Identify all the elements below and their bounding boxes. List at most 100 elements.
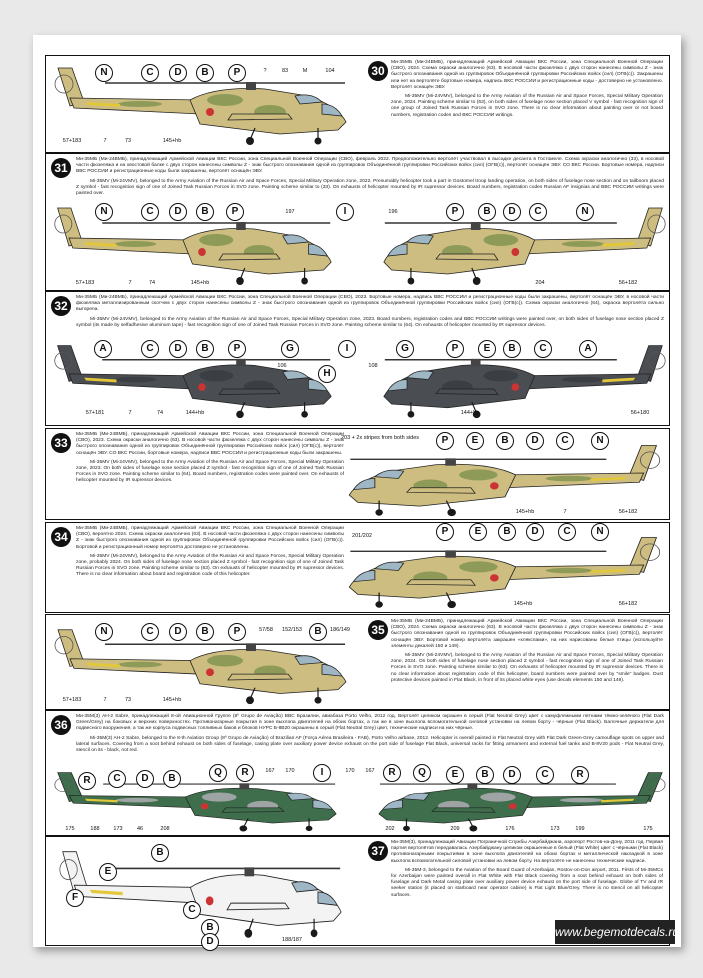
helicopter-profile-30: [50, 62, 350, 147]
decal-callout: B: [476, 766, 494, 784]
camo-patch: [118, 101, 162, 107]
decal-number: 201/202: [352, 533, 372, 539]
decal-callout: D: [503, 203, 521, 221]
decal-number: 188/187: [282, 937, 302, 943]
scheme-number: 36: [51, 715, 71, 735]
tail-stripe: [84, 377, 117, 383]
decal-callout: Q: [209, 764, 227, 782]
nose-wheel: [314, 137, 322, 145]
camo-patch: [199, 370, 234, 382]
helicopter-profile-35: [50, 624, 350, 706]
front-canopy: [352, 570, 376, 582]
main-wheel: [246, 137, 254, 145]
decal-callout: B: [196, 203, 214, 221]
red-star-insignia: [508, 803, 517, 810]
decal-callout: F: [66, 889, 84, 907]
decal-number: 209: [450, 826, 460, 832]
nose-wheel: [301, 411, 308, 418]
decal-number: 144+hb: [460, 410, 480, 416]
helicopter-drawing: [348, 537, 661, 609]
decal-number: 56+182: [618, 509, 638, 515]
scheme-number: 34: [51, 527, 71, 547]
nose-wheel: [301, 277, 308, 285]
main-wheel: [236, 277, 244, 285]
camo-patch: [118, 661, 162, 668]
front-canopy: [352, 478, 376, 490]
main-wheel: [447, 600, 456, 609]
front-canopy: [382, 799, 403, 810]
decal-callout: P: [436, 523, 454, 541]
decal-callout: B: [498, 523, 516, 541]
decal-callout: A: [579, 340, 597, 358]
red-star-insignia: [206, 668, 214, 677]
decal-callout: P: [446, 203, 464, 221]
rotor-hub: [246, 82, 256, 90]
tail-stripe: [84, 242, 117, 247]
front-canopy: [321, 664, 343, 677]
camo-patch: [115, 797, 159, 803]
decal-callout: E: [466, 432, 484, 450]
decal-callout: C: [141, 64, 159, 82]
stub-wing: [405, 487, 476, 494]
decal-callout: D: [169, 64, 187, 82]
front-canopy: [312, 799, 333, 810]
camo-patch: [201, 792, 237, 802]
decal-number: 173: [113, 826, 123, 832]
decal-callout: B: [496, 432, 514, 450]
decal-callout: N: [591, 432, 609, 450]
tail-stripe: [602, 242, 636, 247]
decal-callout: I: [338, 340, 356, 358]
rotor-hub: [244, 867, 255, 877]
decal-callout: D: [169, 203, 187, 221]
scheme-description: Ми-35МБ (Ми-24ВМБ), принадлежащий Армейс…: [76, 526, 344, 578]
helicopter-drawing: [54, 207, 332, 285]
decal-callout: R: [78, 772, 96, 790]
decal-number: 56+182: [618, 601, 638, 607]
stub-wing: [431, 807, 496, 813]
rear-canopy: [282, 370, 310, 380]
main-wheel: [246, 696, 254, 705]
front-canopy: [387, 243, 408, 257]
decal-number: 7: [103, 138, 107, 144]
tail-stripe: [601, 798, 635, 803]
website-link[interactable]: www.begemotdecals.ru: [555, 920, 679, 944]
decal-callout: B: [163, 770, 181, 788]
decal-callout: G: [396, 340, 414, 358]
decal-number: 145+hb: [515, 509, 535, 515]
stub-wing: [221, 807, 285, 813]
rear-canopy: [282, 234, 310, 245]
camo-patch: [483, 234, 519, 246]
decal-number: 196: [388, 209, 398, 215]
scheme-description: Ми-35МБ (Ми-24ВМБ), принадлежащий Армейс…: [391, 619, 663, 683]
decal-callout: D: [136, 770, 154, 788]
stub-wing: [435, 388, 499, 395]
stub-wing: [405, 579, 476, 586]
helicopter-drawing: [383, 345, 666, 419]
decal-number: ?: [263, 68, 267, 74]
decal-callout: N: [95, 623, 113, 641]
rear-canopy: [286, 792, 314, 801]
stub-wing: [227, 113, 293, 121]
helicopter-drawing: [348, 445, 661, 517]
camo-patch: [199, 234, 234, 246]
decal-number: 173: [550, 826, 560, 832]
helicopter-drawing: [54, 67, 347, 145]
decal-callout: C: [536, 766, 554, 784]
rear-canopy: [294, 655, 323, 665]
helicopter-drawing: [383, 207, 666, 285]
scheme-number: 31: [51, 158, 71, 178]
nose-wheel: [375, 601, 383, 608]
tail-rotor: [54, 74, 74, 94]
main-wheel: [239, 825, 248, 832]
main-wheel: [469, 825, 478, 832]
red-star-insignia: [205, 896, 214, 906]
helicopter-profile-34: [345, 532, 665, 610]
decal-number: 57+183: [62, 697, 82, 703]
decal-number: 74: [148, 280, 156, 286]
decal-callout: E: [446, 766, 464, 784]
decal-callout: P: [446, 340, 464, 358]
decal-number: 83: [281, 68, 289, 74]
decal-number: 176: [505, 826, 515, 832]
red-star-insignia: [511, 248, 520, 256]
tail-rotor: [640, 543, 661, 561]
